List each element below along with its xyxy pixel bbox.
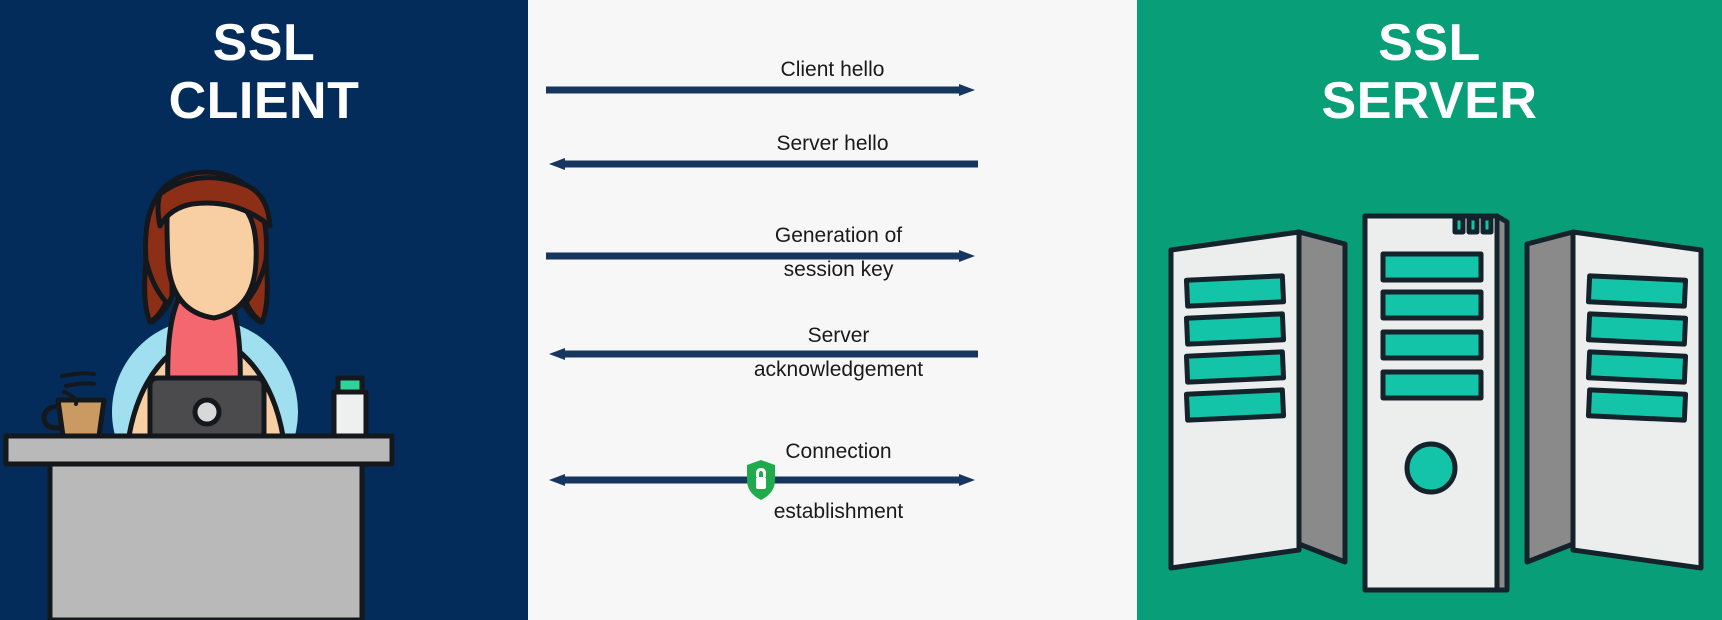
server-tower-right [1524,229,1704,571]
bottle-cap-shape [335,375,365,395]
tower-center-slot-3 [1380,329,1484,361]
label-client-hello: Client hello [780,58,885,81]
handshake-arrows [546,84,978,500]
tower-center-vent-2 [1466,215,1480,235]
client-panel: SSL CLIENT [0,0,528,620]
tower-right-slot-4 [1585,387,1689,423]
client-panel-title: SSL CLIENT [0,14,528,130]
tower-center-vent-3 [1480,215,1494,235]
server-title-line1: SSL [1378,14,1481,72]
server-rack-illustration [1168,213,1704,593]
tower-center-slot-1 [1380,251,1484,283]
client-title-line1: SSL [212,14,316,72]
label-server: Server [807,324,870,347]
tower-right-slot-3 [1585,349,1689,385]
hair-front-shape [155,175,273,229]
tower-left-slot-1 [1183,273,1287,309]
face-shape [164,192,259,321]
steam-line-1 [60,371,96,378]
tower-left-slot-3 [1183,349,1287,385]
label-acknowledgement: acknowledgement [753,358,924,381]
tower-left-slot-2 [1183,311,1287,347]
server-panel-title: SSL SERVER [1137,14,1722,130]
shield-lock-icon [747,460,775,500]
tower-right-slot-1 [1585,273,1689,309]
client-illustration [3,169,395,620]
server-tower-center [1362,213,1510,593]
tower-right-side [1524,229,1576,565]
desk-top-shape [3,433,395,467]
server-tower-left [1168,229,1348,571]
steam-line-2 [64,381,96,388]
tower-left-slot-4 [1183,387,1287,423]
tower-left-side [1296,229,1348,565]
label-server-hello: Server hello [776,132,889,155]
client-title-line2: CLIENT [168,72,360,131]
tower-center-power-button-icon [1404,441,1458,495]
hair-right-strand [243,257,270,325]
coffee-cup-shape [55,397,107,439]
tower-center-slot-2 [1380,289,1484,321]
label-connection: Connection [785,440,892,463]
steam-line-3 [62,390,79,406]
tower-center-side [1494,213,1510,593]
desk-body-shape [47,461,365,620]
bottle-body-shape [331,389,369,439]
label-session-key: session key [783,258,894,281]
server-title-line2: SERVER [1321,72,1538,131]
label-establishment: establishment [773,500,904,523]
tower-center-vent-1 [1452,215,1466,235]
label-generation-of: Generation of [774,224,903,247]
coffee-cup-handle-icon [41,403,61,431]
tower-right-slot-2 [1585,311,1689,347]
handshake-flow-panel: Client hello Server hello Generation of … [528,0,1137,620]
laptop-logo-icon [192,397,222,427]
tower-center-slot-4 [1380,369,1484,401]
server-panel: SSL SERVER [1137,0,1722,620]
hair-left-strand [142,257,169,325]
